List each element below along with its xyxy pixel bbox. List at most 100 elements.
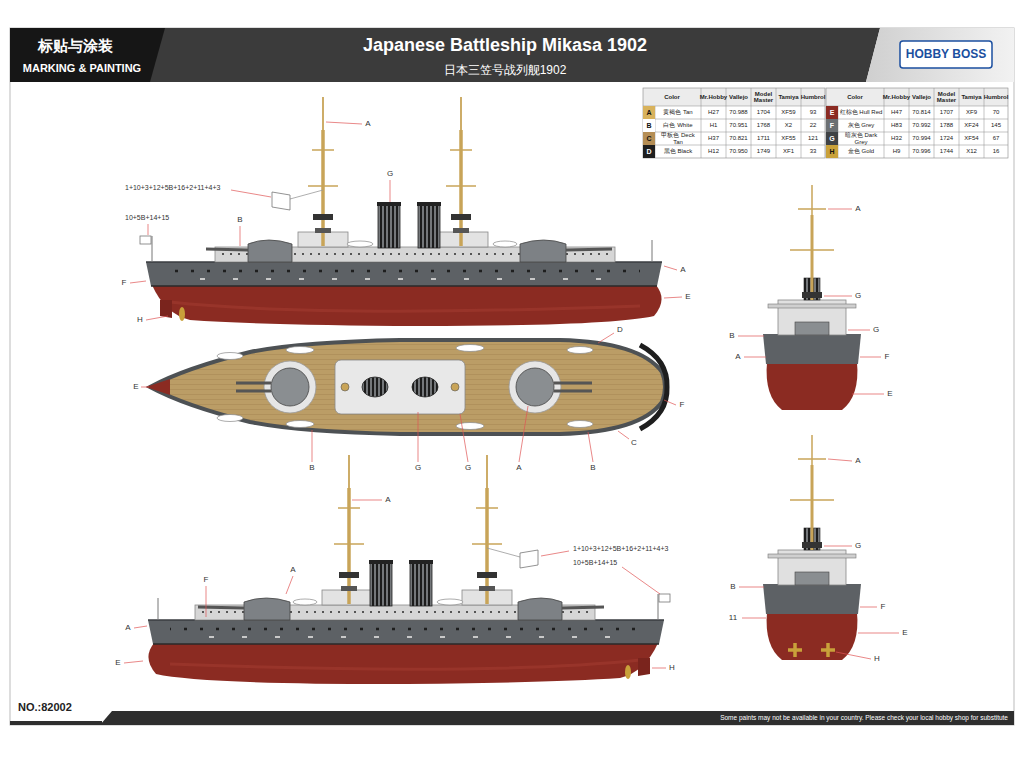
- leader-lines: [828, 459, 852, 461]
- color-letter: A: [646, 109, 651, 116]
- paint-code: 145: [984, 119, 1008, 132]
- table-rule: [959, 88, 960, 158]
- paint-code: XF59: [776, 106, 801, 119]
- leader-lines: [541, 551, 569, 556]
- flag-code: 1+10+3+12+5B+16+2+11+4+3: [573, 545, 668, 553]
- table-rule: [826, 119, 1008, 120]
- leader-lines: [742, 618, 766, 619]
- color-swatch: G: [826, 132, 838, 145]
- paint-code: 1707: [934, 106, 959, 119]
- header-band: [10, 28, 165, 82]
- leader-lines: [352, 500, 382, 501]
- top-view-ship: [217, 353, 243, 360]
- leader-lines: [858, 633, 899, 634]
- leader-lines: [824, 296, 852, 297]
- paint-code: H1: [701, 119, 726, 132]
- top-view-ship: [146, 340, 667, 434]
- callout-letter: E: [902, 628, 907, 637]
- table-header: Humbrol: [801, 88, 825, 106]
- leader-lines: [231, 190, 271, 197]
- paint-code: XF55: [776, 132, 801, 145]
- color-swatch: E: [826, 106, 838, 119]
- top-view-ship: [286, 421, 314, 428]
- callout-letter: A: [385, 495, 390, 504]
- propellers: [788, 643, 802, 657]
- top-view-ship: [236, 382, 271, 385]
- table-header: Tamiya: [776, 88, 801, 106]
- table-rule: [751, 88, 752, 158]
- paint-code: 1788: [934, 119, 959, 132]
- paint-code: 70.988: [726, 106, 751, 119]
- top-view-ship: [567, 347, 593, 354]
- callout-letter: A: [735, 352, 740, 361]
- callout-letter: E: [685, 292, 690, 301]
- callout-letter: G: [387, 169, 393, 178]
- callout-letter: E: [887, 389, 892, 398]
- callout-letter: E: [115, 658, 120, 667]
- leader-lines: [312, 430, 313, 462]
- top-view-ship: [412, 377, 438, 397]
- color-swatch: H: [826, 145, 838, 158]
- callout-letter: H: [137, 315, 143, 324]
- side-view-starboard: [140, 97, 662, 326]
- section-title: MARKING & PAINTING: [23, 62, 141, 75]
- callout-letter: B: [309, 463, 314, 472]
- color-name: 白色 White: [655, 119, 701, 132]
- top-view-ship: [335, 360, 465, 414]
- table-header: Color: [643, 88, 701, 106]
- leader-lines: [848, 330, 870, 331]
- callout-letter: B: [729, 331, 734, 340]
- color-letter: C: [646, 135, 651, 142]
- paint-code: 70.814: [909, 106, 934, 119]
- leader-lines: [860, 607, 877, 608]
- paint-code: X2: [776, 119, 801, 132]
- paint-code: 70.821: [726, 132, 751, 145]
- paint-code: 67: [984, 132, 1008, 145]
- leader-lines: [828, 209, 852, 210]
- leader-lines: [739, 587, 764, 588]
- table-rule: [934, 88, 935, 158]
- table-header: Model Master: [751, 88, 776, 106]
- color-swatch: B: [643, 119, 655, 132]
- header-band: [866, 28, 1014, 82]
- callout-letter: H: [874, 654, 880, 663]
- callout-letter: A: [855, 204, 860, 213]
- header-band: [10, 28, 1014, 82]
- table-header-fill: [826, 88, 1008, 106]
- leader-lines: [326, 122, 362, 124]
- paint-note: Some paints may not be available in your…: [720, 714, 1008, 721]
- callout-letter: A: [680, 265, 685, 274]
- leader-lines: [738, 336, 764, 337]
- callout-letter: B: [730, 582, 735, 591]
- callout-letter: 11: [729, 613, 737, 622]
- top-view-ship: [146, 379, 170, 395]
- table-border: [826, 88, 1008, 158]
- callout-letter: B: [590, 463, 595, 472]
- leader-lines: [824, 546, 852, 547]
- leader-lines: [141, 387, 149, 388]
- paint-code: 33: [801, 145, 825, 158]
- callout-letter: H: [669, 663, 675, 672]
- table-rule: [643, 119, 825, 120]
- callout-letter: B: [237, 215, 242, 224]
- color-letter: E: [830, 109, 835, 116]
- top-view-ship: [264, 361, 316, 413]
- color-name: 红棕色 Hull Red: [838, 106, 884, 119]
- paint-code: 70.951: [726, 119, 751, 132]
- leader-lines: [652, 668, 666, 669]
- flag-code: 1+10+3+12+5B+16+2+11+4+3: [125, 184, 220, 192]
- callout-letter: C: [631, 438, 637, 447]
- top-view-ship: [640, 345, 667, 429]
- callout-letter: A: [125, 623, 130, 632]
- color-swatch: C: [643, 132, 655, 145]
- kit-number: NO.:82002: [18, 701, 72, 714]
- top-view-ship: [456, 345, 484, 352]
- leader-lines: [460, 414, 468, 462]
- leader-lines: [618, 431, 629, 439]
- stern-view: [763, 435, 861, 660]
- paint-code: 1711: [751, 132, 776, 145]
- table-border: [643, 88, 825, 158]
- table-rule: [826, 145, 1008, 146]
- paint-code: 1724: [934, 132, 959, 145]
- top-view-ship: [217, 415, 243, 422]
